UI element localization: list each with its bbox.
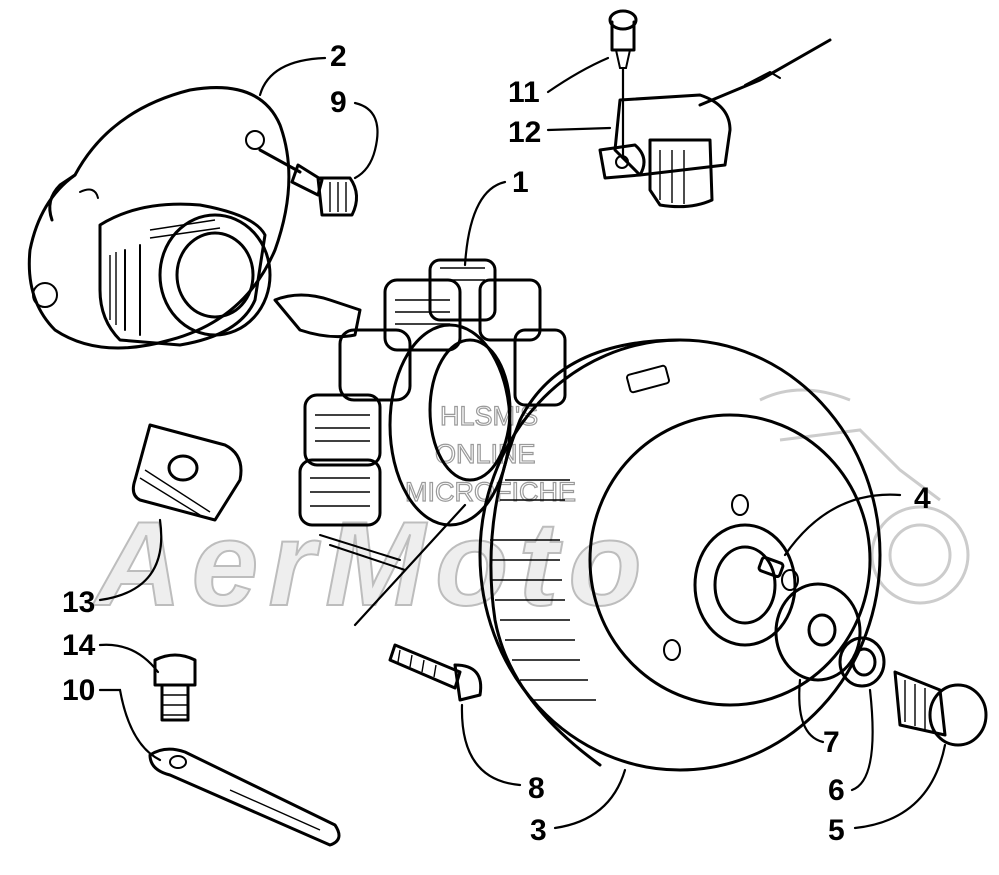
pad-13 <box>131 423 243 522</box>
leader-12 <box>546 126 612 132</box>
callout-3: 3 <box>530 814 547 847</box>
leader-14 <box>98 643 160 674</box>
screw-11 <box>608 9 638 157</box>
callout-10: 10 <box>62 674 95 707</box>
leader-9 <box>353 101 379 180</box>
watermark: AerMoto HLSM'S ONLINE MICROFICHE <box>91 388 970 632</box>
screw-9 <box>258 148 358 217</box>
leader-6 <box>850 688 874 792</box>
callout-5: 5 <box>828 814 845 847</box>
key-4 <box>757 556 785 578</box>
leader-lines <box>98 56 947 830</box>
leader-7 <box>798 678 825 744</box>
watermark-brand: AerMoto <box>92 497 652 631</box>
bolt-5 <box>893 670 988 747</box>
callout-1: 1 <box>512 166 529 199</box>
bolt-14 <box>153 653 197 722</box>
callout-9: 9 <box>330 86 347 119</box>
screw-8 <box>353 503 483 702</box>
leader-5 <box>853 743 947 830</box>
stator-coil-assembly <box>273 258 567 571</box>
callout-4: 4 <box>914 482 931 515</box>
leader-11 <box>546 56 610 94</box>
leader-3 <box>553 768 627 830</box>
callout-13: 13 <box>62 586 95 619</box>
leader-2 <box>258 56 327 97</box>
flywheel-3 <box>478 338 882 772</box>
watermark-line-2: ONLINE <box>435 439 536 469</box>
callout-12: 12 <box>508 116 541 149</box>
callout-11: 11 <box>508 76 540 109</box>
bracket-10 <box>148 747 341 847</box>
leader-8 <box>460 703 522 787</box>
callout-6: 6 <box>828 774 845 807</box>
callout-2: 2 <box>330 40 347 73</box>
callout-labels: 2 9 1 11 12 4 13 14 10 7 8 6 3 5 <box>62 40 931 847</box>
leader-10 <box>98 688 162 762</box>
motorcycle-watermark-icon <box>759 388 970 605</box>
pulser-coil-12 <box>598 38 832 209</box>
callout-14: 14 <box>62 629 96 662</box>
leader-13 <box>98 518 163 602</box>
lock-washer-6 <box>838 636 886 688</box>
callout-7: 7 <box>823 726 840 759</box>
callout-8: 8 <box>528 772 545 805</box>
leader-4 <box>783 493 902 557</box>
washer-7 <box>774 582 862 682</box>
leader-1 <box>463 180 507 267</box>
stator-housing-plate <box>27 86 291 350</box>
